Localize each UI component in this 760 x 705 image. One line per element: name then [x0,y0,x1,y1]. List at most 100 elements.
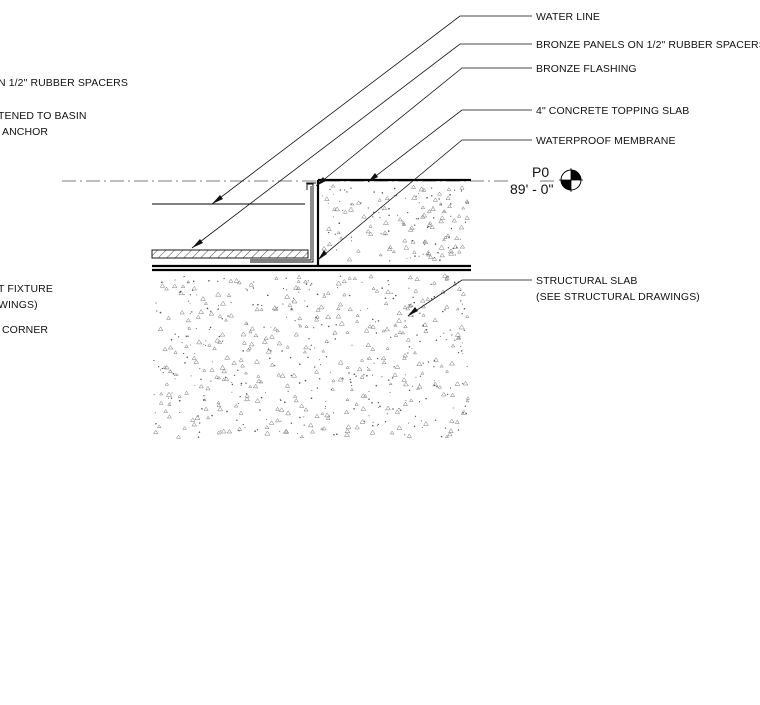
aggregate-speck [231,383,234,386]
aggregate-speck [353,407,355,410]
aggregate-speck [321,349,326,353]
aggregate-speck [457,335,462,340]
aggregate-speck [157,366,160,368]
aggregate-speck [432,197,439,202]
aggregate-speck [265,348,272,354]
aggregate-speck [319,364,321,366]
aggregate-speck [355,313,360,317]
aggregate-speck [327,231,330,234]
aggregate-speck [159,311,162,314]
aggregate-speck [454,331,461,337]
aggregate-speck [409,257,411,259]
aggregate-speck [217,280,219,282]
aggregate-speck [368,231,374,236]
aggregate-speck [359,419,366,424]
aggregate-speck [334,233,336,235]
aggregate-speck [443,235,448,239]
aggregate-speck [439,259,441,261]
aggregate-speck [270,326,272,328]
aggregate-speck [324,339,330,343]
aggregate-speck [186,280,191,283]
aggregate-speck [465,396,470,400]
aggregate-speck [421,426,423,428]
aggregate-speck [376,357,379,360]
aggregate-speck [198,384,204,389]
aggregate-speck [170,397,173,399]
label-left-fixture: T FIXTURE [0,283,53,295]
aggregate-speck [226,410,228,413]
aggregate-speck [191,355,197,360]
aggregate-speck [454,254,456,256]
aggregate-speck [436,386,438,388]
aggregate-speck [380,355,387,361]
aggregate-speck [367,207,369,209]
aggregate-speck [272,326,278,331]
aggregate-speck [382,230,389,236]
aggregate-speck [320,411,325,415]
aggregate-speck [377,401,380,404]
aggregate-speck [256,429,259,431]
aggregate-speck [389,430,395,435]
aggregate-speck [296,274,302,279]
aggregate-speck [432,280,437,285]
aggregate-speck [279,430,281,432]
aggregate-speck [329,371,331,373]
aggregate-speck [187,326,192,330]
aggregate-speck [446,187,452,191]
aggregate-speck [342,378,344,380]
aggregate-speck [464,221,467,223]
aggregate-speck [374,321,377,323]
aggregate-speck [425,250,432,256]
label-bronze-panels: BRONZE PANELS ON 1/2" RUBBER SPACERS [536,39,760,51]
aggregate-speck [438,202,443,206]
aggregate-speck [381,360,387,365]
aggregate-speck [170,338,173,341]
aggregate-speck [275,418,281,423]
aggregate-speck [194,353,196,354]
aggregate-speck [258,379,264,384]
aggregate-speck [248,341,255,347]
aggregate-speck [405,337,411,342]
aggregate-speck [287,390,289,392]
aggregate-speck [236,369,239,372]
aggregate-speck [200,378,202,381]
aggregate-speck [444,304,450,309]
aggregate-speck [460,350,463,352]
aggregate-speck [355,319,360,323]
aggregate-speck [401,222,407,226]
aggregate-speck [181,342,183,344]
aggregate-speck [182,352,185,355]
aggregate-speck [396,425,403,430]
aggregate-speck [203,395,205,397]
aggregate-speck [422,239,429,244]
aggregate-speck [333,433,335,436]
aggregate-speck [198,309,205,314]
aggregate-speck [386,413,388,415]
aggregate-speck [450,343,456,348]
aggregate-speck [260,396,263,399]
aggregate-speck [454,189,456,191]
aggregate-speck [393,194,395,196]
elevation-value: 89' - 0" [510,181,553,197]
aggregate-speck [356,248,361,253]
aggregate-speck [205,386,211,391]
aggregate-speck [335,249,338,251]
aggregate-speck [303,407,309,412]
aggregate-speck [433,380,435,382]
aggregate-speck [187,335,189,337]
aggregate-speck [367,356,372,361]
aggregate-speck [156,424,162,428]
aggregate-speck [392,372,398,377]
aggregate-speck [290,308,293,310]
aggregate-speck [179,310,185,315]
aggregate-speck [208,328,210,331]
aggregate-speck [316,293,319,296]
aggregate-speck [462,382,464,385]
aggregate-speck [425,296,431,301]
aggregate-speck [368,398,370,400]
aggregate-speck [407,211,409,214]
aggregate-speck [407,303,413,308]
aggregate-speck [392,297,395,300]
aggregate-speck [430,187,433,189]
aggregate-speck [294,320,296,322]
